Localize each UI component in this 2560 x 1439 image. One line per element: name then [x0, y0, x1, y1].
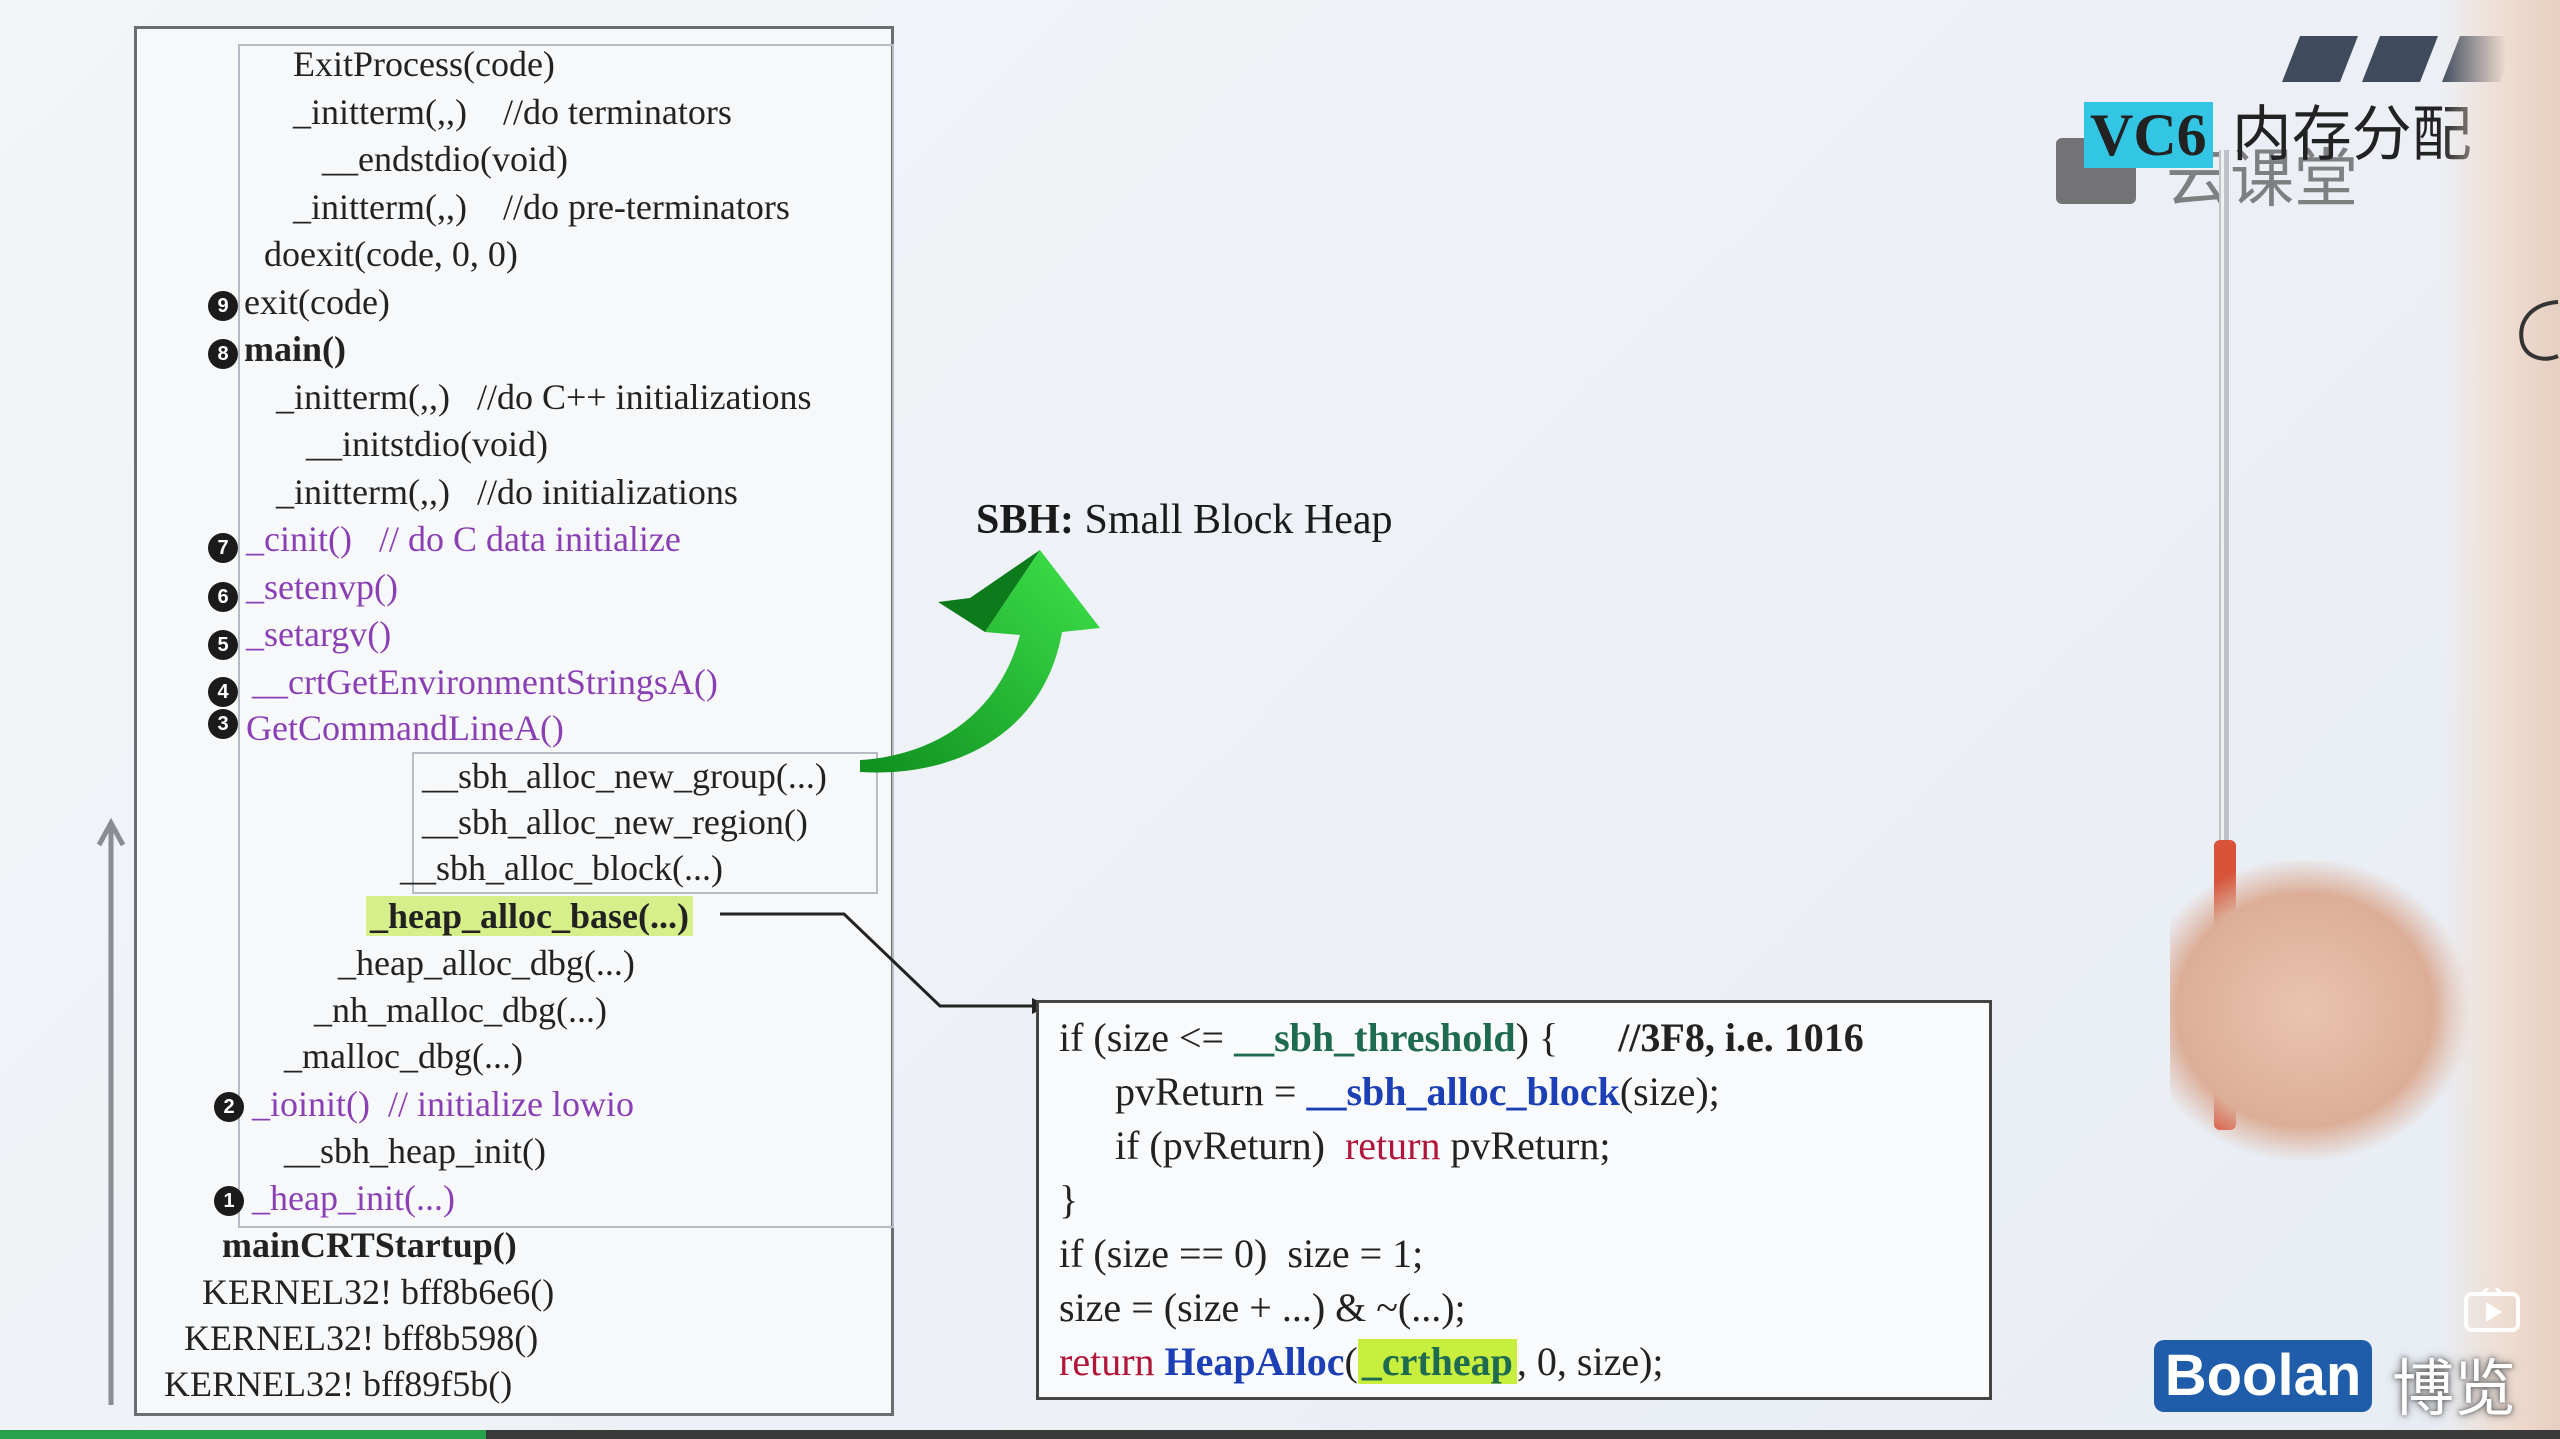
- stack-line: KERNEL32! bff8b598(): [184, 1318, 539, 1358]
- stack-line: __sbh_alloc_new_group(...): [422, 756, 827, 796]
- step-badge-2: 2: [214, 1092, 244, 1122]
- stack-line: _nh_malloc_dbg(...): [314, 990, 607, 1030]
- presenter-figure: [2440, 0, 2560, 1439]
- presenter-hand: [2170, 860, 2470, 1160]
- step-badge-6: 6: [208, 582, 238, 612]
- boolan-cn-logo: 博览: [2392, 1352, 2517, 1425]
- stack-line: _malloc_dbg(...): [284, 1036, 523, 1076]
- stack-line: _ioinit() // initialize lowio: [252, 1084, 634, 1124]
- step-badge-1: 1: [214, 1186, 244, 1216]
- code-line-1: if (size <= __sbh_threshold) { //3F8, i.…: [1059, 1015, 1864, 1060]
- stack-line: __sbh_heap_init(): [284, 1131, 546, 1171]
- connector-arrow-icon: [720, 912, 1048, 1014]
- stack-line: _initterm(,,) //do initializations: [276, 472, 738, 512]
- stack-line: _heap_alloc_dbg(...): [338, 943, 635, 983]
- slide-title: VC6 内存分配: [2084, 86, 2472, 170]
- stack-line: __sbh_alloc_new_region(): [422, 802, 808, 842]
- stack-line: __endstdio(void): [322, 139, 568, 179]
- stack-line: mainCRTStartup(): [222, 1225, 517, 1265]
- stack-line: __initstdio(void): [306, 424, 548, 464]
- stack-growth-arrow-icon: [96, 817, 126, 1405]
- step-badge-3: 3: [208, 709, 238, 739]
- stack-line: __sbh_alloc_block(...): [400, 848, 723, 888]
- glasses-icon: [2519, 300, 2559, 361]
- step-badge-9: 9: [208, 291, 238, 321]
- stack-line: doexit(code, 0, 0): [264, 234, 518, 274]
- sbh-functions-frame: [412, 752, 878, 894]
- step-badge-7: 7: [208, 533, 238, 563]
- code-snippet-box: if (size <= __sbh_threshold) { //3F8, i.…: [1036, 1000, 1992, 1400]
- stack-line: _heap_init(...): [252, 1178, 455, 1218]
- stack-line: KERNEL32! bff8b6e6(): [202, 1272, 555, 1312]
- stack-line: __crtGetEnvironmentStringsA(): [252, 662, 718, 702]
- stack-line: _initterm(,,) //do pre-terminators: [293, 187, 790, 227]
- step-badge-4: 4: [208, 677, 238, 707]
- video-play-icon[interactable]: [2464, 1288, 2520, 1332]
- video-progress-bar[interactable]: [0, 1430, 2560, 1439]
- stack-line: _initterm(,,) //do C++ initializations: [276, 377, 812, 417]
- boolan-logo: Boolan: [2154, 1340, 2372, 1412]
- stack-line: exit(code): [244, 282, 390, 322]
- code-line-6: size = (size + ...) & ~(...);: [1059, 1285, 1466, 1330]
- stack-line: KERNEL32! bff89f5b(): [164, 1364, 513, 1404]
- stack-line: ExitProcess(code): [293, 44, 555, 84]
- stack-line: _cinit() // do C data initialize: [246, 519, 681, 559]
- code-line-2: pvReturn = __sbh_alloc_block(size);: [1115, 1069, 1720, 1114]
- sbh-title: SBH: Small Block Heap: [976, 497, 1393, 543]
- stack-line-highlighted: _heap_alloc_base(...): [366, 896, 693, 936]
- code-line-7: return HeapAlloc(_crtheap, 0, size);: [1059, 1339, 1664, 1384]
- step-badge-8: 8: [208, 339, 238, 369]
- stack-line: GetCommandLineA(): [246, 708, 564, 748]
- stack-line: _setenvp(): [246, 567, 398, 607]
- call-stack-panel: [134, 26, 894, 1416]
- stack-line: main(): [244, 329, 346, 369]
- code-line-3: if (pvReturn) return pvReturn;: [1115, 1123, 1611, 1168]
- stack-line: _initterm(,,) //do terminators: [293, 92, 732, 132]
- call-stack-inner-frame: [238, 44, 894, 1228]
- code-line-4: }: [1059, 1177, 1079, 1222]
- step-badge-5: 5: [208, 630, 238, 660]
- code-line-5: if (size == 0) size = 1;: [1059, 1231, 1424, 1276]
- video-progress-fill: [0, 1430, 487, 1439]
- curved-arrow-icon: [860, 550, 1100, 773]
- stack-line: _setargv(): [246, 614, 392, 654]
